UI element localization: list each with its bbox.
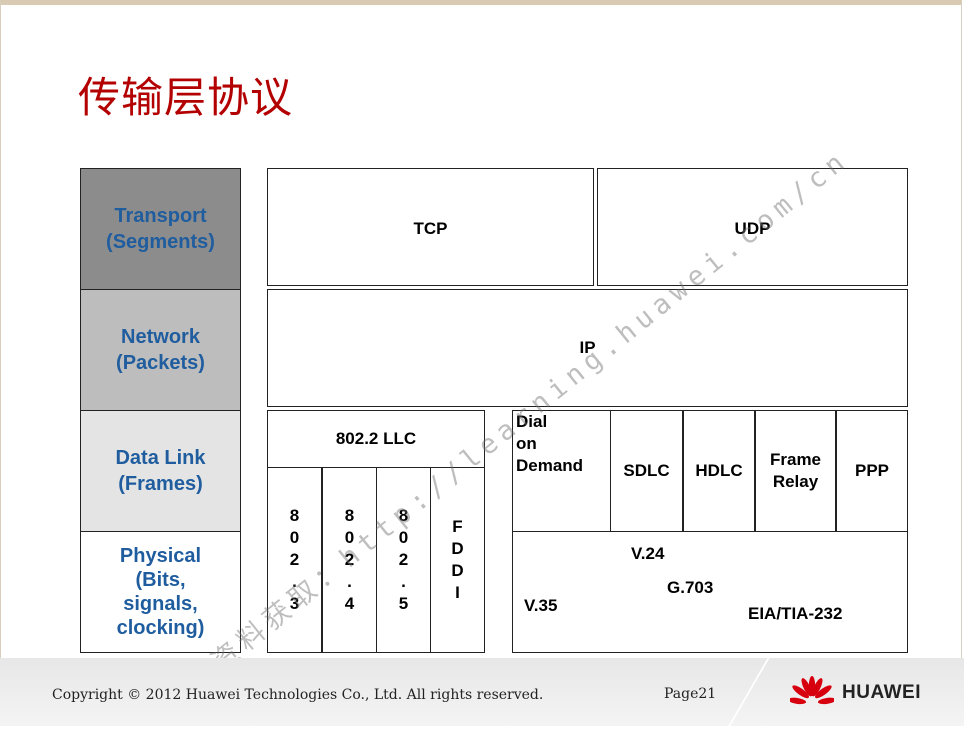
char: I — [455, 583, 460, 602]
frame-relay-line: Frame — [769, 450, 822, 469]
interface-eia-tia-232: EIA/TIA-232 — [748, 604, 843, 623]
layer-network-name: Network — [121, 326, 200, 348]
layer-transport-unit: (Segments) — [106, 231, 215, 253]
layer-transport-name: Transport — [114, 205, 207, 227]
interface-v24: V.24 — [631, 544, 665, 563]
protocol-sdlc-label: SDLC — [623, 461, 670, 480]
layer-physical-unit-line: clocking) — [116, 617, 205, 639]
protocol-dial-on-demand: Dial on Demand — [512, 410, 611, 532]
interface-v35: V.35 — [524, 596, 558, 615]
char: D — [451, 561, 464, 580]
protocol-tcp-label: TCP — [413, 219, 448, 238]
char: 4 — [344, 594, 355, 613]
char: 0 — [289, 528, 300, 547]
char: 3 — [289, 594, 300, 613]
slide-title: 传输层协议 — [78, 73, 294, 122]
char: D — [451, 539, 464, 558]
layer-datalink: Data Link (Frames) — [80, 410, 241, 532]
char: 8 — [398, 506, 409, 525]
char: 0 — [344, 528, 355, 547]
protocol-udp: UDP — [597, 168, 908, 286]
protocol-udp-label: UDP — [734, 219, 771, 238]
layer-physical-name: Physical — [119, 545, 202, 567]
protocol-tcp: TCP — [267, 168, 594, 286]
protocol-ip-label: IP — [579, 338, 596, 357]
protocol-802-3: 8 0 2 . 3 — [267, 467, 322, 653]
layer-datalink-unit: (Frames) — [118, 473, 203, 495]
protocol-802-4: 8 0 2 . 4 — [322, 467, 377, 653]
char: 5 — [398, 594, 409, 613]
huawei-petals-icon — [790, 676, 834, 705]
protocol-fddi: F D D I — [430, 467, 485, 653]
char: 8 — [344, 506, 355, 525]
char: . — [347, 572, 352, 591]
char: 2 — [289, 550, 300, 569]
protocol-802-2-llc: 802.2 LLC — [267, 410, 485, 468]
char: 8 — [289, 506, 300, 525]
copyright-text: Copyright © 2012 Huawei Technologies Co.… — [52, 687, 544, 703]
char: 0 — [398, 528, 409, 547]
char: 2 — [398, 550, 409, 569]
protocol-ppp: PPP — [836, 410, 908, 532]
protocol-hdlc: HDLC — [683, 410, 755, 532]
protocol-hdlc-label: HDLC — [695, 461, 743, 480]
page-number: Page21 — [664, 686, 717, 702]
dial-line: Demand — [516, 456, 584, 475]
layer-network: Network (Packets) — [80, 289, 241, 411]
char: . — [292, 572, 297, 591]
physical-interfaces: V.24 G.703 V.35 EIA/TIA-232 — [512, 531, 908, 653]
huawei-brand-text: HUAWEI — [842, 682, 921, 703]
layer-physical: Physical (Bits, signals, clocking) — [80, 531, 241, 653]
protocol-ip: IP — [267, 289, 908, 407]
frame-relay-line: Relay — [772, 472, 819, 491]
char: 2 — [344, 550, 355, 569]
huawei-logo: HUAWEI — [790, 676, 921, 710]
dial-line: on — [516, 434, 537, 453]
layer-physical-unit-line: (Bits, — [135, 569, 186, 591]
layer-network-unit: (Packets) — [116, 352, 205, 374]
protocol-frame-relay: Frame Relay — [755, 410, 836, 532]
protocol-802-5: 8 0 2 . 5 — [376, 467, 431, 653]
protocol-llc-label: 802.2 LLC — [335, 429, 417, 448]
char: . — [401, 572, 406, 591]
char: F — [452, 517, 463, 536]
protocol-sdlc: SDLC — [610, 410, 683, 532]
dial-line: Dial — [516, 412, 548, 431]
layer-datalink-name: Data Link — [115, 447, 206, 469]
layer-transport: Transport (Segments) — [80, 168, 241, 290]
interface-g703: G.703 — [667, 578, 714, 597]
protocol-ppp-label: PPP — [854, 461, 890, 480]
layer-physical-unit-line: signals, — [123, 593, 198, 615]
